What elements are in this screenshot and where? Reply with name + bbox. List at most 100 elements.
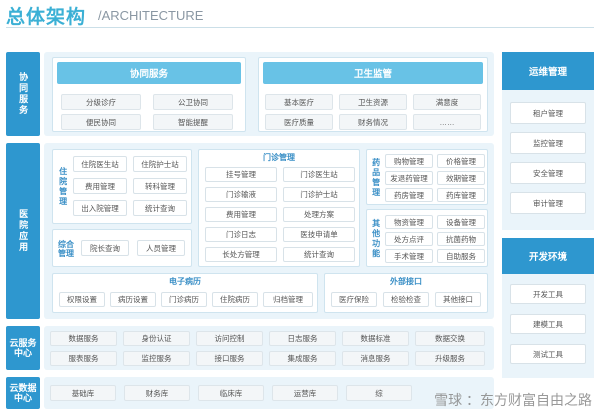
outpatient-item: 门诊护士站 (283, 187, 355, 202)
cloud-data-panel: 基础库 财务库 临床库 运营库 综 (44, 377, 494, 409)
cloud-data-label: 云数据中心 (6, 377, 40, 409)
dev-header: 开发环境 (502, 238, 594, 274)
hospital-row-label: 医院应用 (6, 143, 40, 319)
emr-item: 门诊病历 (161, 292, 207, 307)
outpatient-item: 门诊医生站 (283, 167, 355, 182)
emr-item: 病历设置 (110, 292, 156, 307)
inpatient-item: 住院医生站 (73, 156, 127, 172)
cloud-service-item: 访问控制 (196, 331, 263, 346)
pharmacy-group: 药品管理 购物管理 价格管理 发退药管理 效期管理 药房管理 药库管理 (366, 149, 488, 205)
comprehensive-label: 综合管理 (58, 239, 74, 258)
cloud-service-item: 服表服务 (50, 351, 117, 366)
collab-row-label: 协同服务 (6, 52, 40, 136)
emr-group: 电子病历 权限设置 病历设置 门诊病历 住院病历 归档管理 (52, 273, 318, 313)
pharmacy-item: 发退药管理 (385, 171, 433, 185)
cloud-data-item: 财务库 (124, 385, 190, 401)
emr-item: 权限设置 (59, 292, 105, 307)
other-item: 抗菌药物 (437, 232, 485, 246)
ops-panel: 运维管理 租户管理 监控管理 安全管理 审计管理 (502, 52, 594, 230)
inpatient-item: 出入院管理 (73, 200, 127, 216)
cloud-data-item: 综 (346, 385, 412, 401)
dev-item: 建模工具 (510, 314, 586, 334)
pharmacy-item: 价格管理 (437, 154, 485, 168)
outpatient-item: 医技申请单 (283, 227, 355, 242)
cloud-service-item: 监控服务 (123, 351, 190, 366)
external-item: 医疗保险 (331, 292, 377, 307)
pharmacy-item: 药房管理 (385, 188, 433, 202)
outpatient-item: 处理方案 (283, 207, 355, 222)
outpatient-item: 长处方管理 (205, 247, 277, 262)
supervision-item: 财务情况 (339, 114, 407, 130)
pharmacy-item: 药库管理 (437, 188, 485, 202)
collab-item: 智能提醒 (153, 114, 233, 130)
title-divider (6, 27, 594, 28)
cloud-service-item: 接口服务 (196, 351, 263, 366)
ops-item: 监控管理 (510, 132, 586, 154)
supervision-item: 满意度 (413, 94, 481, 110)
external-interface-group: 外部接口 医疗保险 检验检查 其他接口 (324, 273, 488, 313)
cloud-service-item: 数据标准 (342, 331, 409, 346)
external-interface-label: 外部接口 (390, 277, 422, 287)
watermark: 雪球 ：东方财富自由之路 (434, 392, 592, 408)
cloud-service-item: 日志服务 (269, 331, 336, 346)
external-item: 检验检查 (383, 292, 429, 307)
other-functions-group: 其他功能 物资管理 设备管理 处方点评 抗菌药物 手术管理 自助服务 (366, 209, 488, 267)
health-supervision-group: 卫生监管 基本医疗 卫生资源 满意度 医疗质量 财务情况 …… (258, 57, 488, 132)
cloud-service-item: 集成服务 (269, 351, 336, 366)
dev-item: 开发工具 (510, 284, 586, 304)
ops-item: 安全管理 (510, 162, 586, 184)
other-item: 设备管理 (437, 215, 485, 229)
page-title: 总体架构 (6, 7, 87, 28)
inpatient-item: 住院护士站 (133, 156, 187, 172)
comprehensive-group: 综合管理 院长查询 人员管理 (52, 229, 192, 267)
comprehensive-item: 人员管理 (137, 240, 185, 256)
pharmacy-item: 效期管理 (437, 171, 485, 185)
comprehensive-item: 院长查询 (81, 240, 129, 256)
cloud-data-item: 临床库 (198, 385, 264, 401)
hospital-panel: 住院管理 住院医生站 住院护士站 费用管理 转科管理 出入院管理 统计查询 综合… (44, 143, 494, 319)
other-item: 处方点评 (385, 232, 433, 246)
cloud-service-item: 升级服务 (415, 351, 485, 366)
outpatient-item: 统计查询 (283, 247, 355, 262)
supervision-item: 基本医疗 (265, 94, 333, 110)
ops-item: 租户管理 (510, 102, 586, 124)
supervision-item: …… (413, 114, 481, 130)
ops-item: 审计管理 (510, 192, 586, 214)
dev-item: 测试工具 (510, 344, 586, 364)
other-item: 手术管理 (385, 249, 433, 263)
outpatient-group: 门诊管理 挂号管理 门诊医生站 门诊输液 门诊护士站 费用管理 处理方案 门诊日… (198, 149, 360, 267)
collab-item: 便民协同 (61, 114, 141, 130)
collab-item: 公卫协同 (153, 94, 233, 110)
other-item: 自助服务 (437, 249, 485, 263)
inpatient-label: 住院管理 (58, 167, 68, 207)
other-functions-label: 其他功能 (371, 219, 381, 259)
cloud-service-item: 消息服务 (342, 351, 409, 366)
dev-panel: 开发环境 开发工具 建模工具 测试工具 (502, 238, 594, 378)
outpatient-item: 费用管理 (205, 207, 277, 222)
emr-item: 归档管理 (263, 292, 313, 307)
pharmacy-label: 药品管理 (371, 158, 381, 198)
cloud-service-panel: 数据服务 身份认证 访问控制 日志服务 数据标准 数据交换 服表服务 监控服务 … (44, 326, 494, 370)
cloud-data-item: 基础库 (50, 385, 116, 401)
pharmacy-item: 购物管理 (385, 154, 433, 168)
health-supervision-header: 卫生监管 (263, 62, 483, 84)
inpatient-item: 统计查询 (133, 200, 187, 216)
collab-service-group: 协同服务 分级诊疗 公卫协同 便民协同 智能提醒 (52, 57, 246, 132)
other-item: 物资管理 (385, 215, 433, 229)
collab-panel: 协同服务 分级诊疗 公卫协同 便民协同 智能提醒 卫生监管 基本医疗 卫生资源 … (44, 52, 494, 136)
inpatient-item: 费用管理 (73, 178, 127, 194)
supervision-item: 卫生资源 (339, 94, 407, 110)
cloud-service-item: 数据交换 (415, 331, 485, 346)
outpatient-item: 挂号管理 (205, 167, 277, 182)
cloud-service-item: 身份认证 (123, 331, 190, 346)
supervision-item: 医疗质量 (265, 114, 333, 130)
outpatient-label: 门诊管理 (263, 153, 295, 163)
inpatient-group: 住院管理 住院医生站 住院护士站 费用管理 转科管理 出入院管理 统计查询 (52, 149, 192, 224)
outpatient-item: 门诊日志 (205, 227, 277, 242)
cloud-data-item: 运营库 (272, 385, 338, 401)
ops-header: 运维管理 (502, 52, 594, 90)
cloud-service-label: 云服务中心 (6, 326, 40, 370)
emr-item: 住院病历 (212, 292, 258, 307)
page-subtitle: /ARCHITECTURE (98, 8, 204, 23)
collab-service-header: 协同服务 (57, 62, 241, 84)
